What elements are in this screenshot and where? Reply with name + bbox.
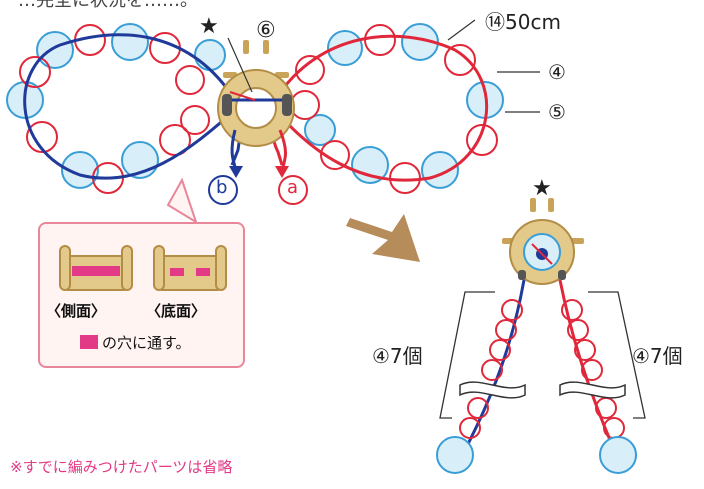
star-marker-right: ★ [532, 176, 552, 201]
right-loop-beads [290, 23, 504, 194]
leader-lines [227, 19, 540, 113]
end-arrows [229, 129, 289, 178]
center-part [217, 40, 295, 147]
callout-box: 〈側面〉 〈底面〉 の穴に通す。 [38, 222, 245, 368]
break-marks [459, 381, 626, 399]
bead4-label: ④ [548, 60, 566, 84]
omission-note: ※すでに編みつけたパーツは省略 [10, 458, 233, 476]
end-b-label: b [216, 177, 228, 198]
big-arrow [346, 214, 420, 262]
right-count-label: ④7個 [632, 344, 683, 368]
count-brackets [439, 291, 646, 419]
pink-square-icon [80, 335, 98, 349]
bottom-view-label: 〈底面〉 [146, 302, 207, 320]
star-marker-top: ★ [199, 14, 219, 39]
detail-beads-left [459, 299, 523, 439]
detail-beads-right [561, 299, 625, 439]
detail-red-cord [558, 279, 627, 471]
callout-pointer [166, 177, 198, 225]
left-loop-beads [6, 23, 226, 194]
bead5-label: ⑤ [548, 100, 566, 124]
left-count-label: ④7個 [372, 344, 423, 368]
side-view-label: 〈側面〉 [46, 302, 107, 320]
header-text: …完全に状況を……。 [18, 0, 198, 11]
end-labels [208, 175, 308, 205]
detail-bead-blue-right [599, 436, 637, 474]
instruction-text: の穴に通す。 [102, 334, 191, 352]
cord14-label: ⑭50cm [485, 10, 561, 34]
bead6-label: ⑥ [256, 18, 276, 43]
end-a-label: a [287, 177, 299, 198]
bottom-view-icon [153, 245, 227, 291]
detail-bead-blue-left [436, 436, 474, 474]
detail-blue-cord [453, 279, 526, 471]
detail-part [502, 198, 584, 285]
side-view-icon [59, 245, 133, 291]
